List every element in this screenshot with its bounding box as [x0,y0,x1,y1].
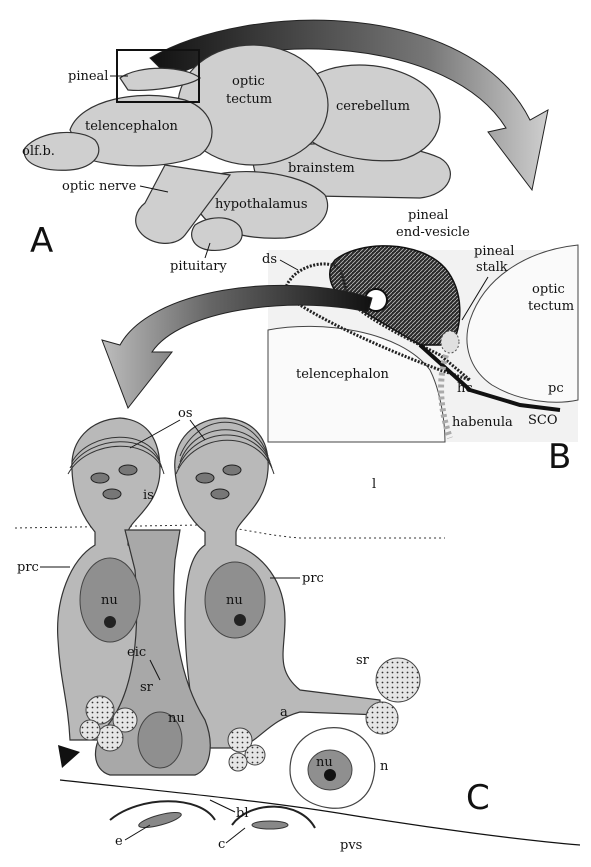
c-synapse-cluster-2 [366,702,398,734]
label-hypothalamus: hypothalamus [215,197,308,212]
b-hc [441,331,459,353]
c-synapse-cluster-1 [376,658,420,702]
label-pvs: pvs [340,838,362,853]
c-nucleolus-2 [234,614,246,626]
label-pineal-stalk-1: pineal [474,244,514,259]
label-sr-2: sr [356,653,370,668]
label-hc: hc [457,381,473,396]
label-is: is [143,488,154,503]
label-optic-tectum-2: tectum [226,92,272,107]
panel-b: pineal end-vesicle pineal stalk ds optic… [102,208,578,477]
label-olfb: olf.b. [22,144,55,159]
label-a: a [280,705,288,720]
label-b-telencephalon: telencephalon [296,367,390,382]
label-pineal-end-vesicle-2: end-vesicle [396,225,470,240]
label-b-optic-tectum-1: optic [532,282,565,297]
label-sco: SCO [528,413,558,428]
c-arrow-marker [58,745,80,768]
label-pineal: pineal [68,69,108,84]
label-prc-left: prc [17,560,39,575]
label-optic-nerve: optic nerve [62,179,137,194]
panel-label-a: A [30,221,53,261]
label-sr-1: sr [140,680,154,695]
label-pineal-end-vesicle-1: pineal [408,208,448,223]
c-nucleolus-4 [324,769,336,781]
label-b-optic-tectum-2: tectum [528,299,574,314]
label-bl: bl [236,806,248,821]
panel-label-b: B [548,437,571,477]
panel-c: os is l prc prc nu nu nu nu eic sr sr a … [15,406,580,853]
label-telencephalon-a: telencephalon [85,119,179,134]
panel-label-c: C [466,778,490,818]
label-nu-4: nu [316,755,333,770]
label-n: n [380,759,389,774]
label-nu-3: nu [168,711,185,726]
label-habenula: habenula [452,415,513,430]
label-brainstem: brainstem [288,161,355,176]
c-endothelial-cells [137,809,288,830]
label-eic: eic [127,645,146,660]
label-pineal-stalk-2: stalk [476,260,508,275]
label-l: l [372,477,376,492]
label-prc-right: prc [302,571,324,586]
label-pituitary: pituitary [170,259,227,274]
c-prc-right [175,418,380,748]
label-c: c [218,837,225,852]
c-basal-lamina [60,780,580,845]
label-e: e [115,834,123,849]
label-ds: ds [262,252,277,267]
label-nu-2: nu [226,593,243,608]
label-os: os [178,406,193,421]
label-optic-tectum-1: optic [232,74,265,89]
c-nucleolus-1 [104,616,116,628]
label-cerebellum: cerebellum [336,99,410,114]
label-pc: pc [548,381,564,396]
label-nu-1: nu [101,593,118,608]
